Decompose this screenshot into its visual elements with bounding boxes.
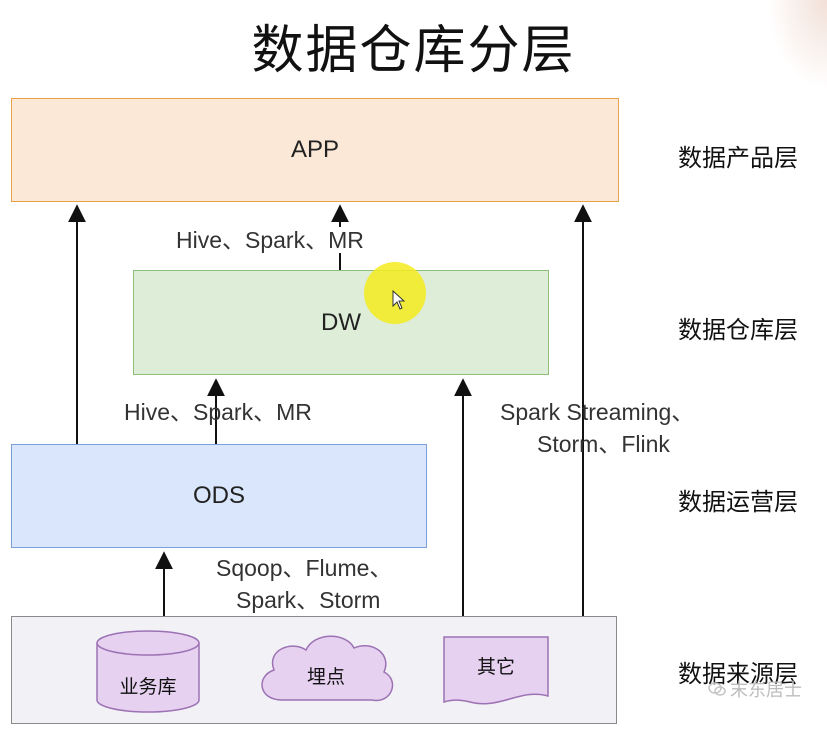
app-layer-label: APP <box>290 136 340 163</box>
side-label-dw: 数据仓库层 <box>678 316 798 344</box>
side-label-app: 数据产品层 <box>678 144 798 172</box>
mouse-cursor-icon <box>392 290 406 310</box>
side-label-ods: 数据运营层 <box>678 488 798 516</box>
document-label: 其它 <box>476 656 515 678</box>
app-layer-box: APP <box>11 98 619 202</box>
page-title: 数据仓库分层 <box>251 21 576 81</box>
edge-label-ods-to-dw: Hive、Spark、MR <box>124 399 312 425</box>
wechat-icon <box>708 682 726 696</box>
cloud-label: 埋点 <box>306 666 345 688</box>
side-label-source: 数据来源层 <box>678 660 798 688</box>
watermark-text: 末东居士 <box>730 680 802 701</box>
database-label: 业务库 <box>119 676 177 698</box>
corner-shade <box>767 0 827 90</box>
dw-layer-box: DW <box>133 270 549 375</box>
watermark: 末东居士 <box>708 676 802 702</box>
edge-label-streaming: Spark Streaming、 Storm、Flink <box>500 399 695 457</box>
ods-layer-label: ODS <box>192 482 245 509</box>
ods-layer-box: ODS <box>11 444 427 548</box>
edge-label-dw-to-app: Hive、Spark、MR <box>176 227 364 253</box>
dw-layer-label: DW <box>321 308 361 336</box>
edge-label-src-to-ods: Sqoop、Flume、 Spark、Storm <box>216 555 393 613</box>
